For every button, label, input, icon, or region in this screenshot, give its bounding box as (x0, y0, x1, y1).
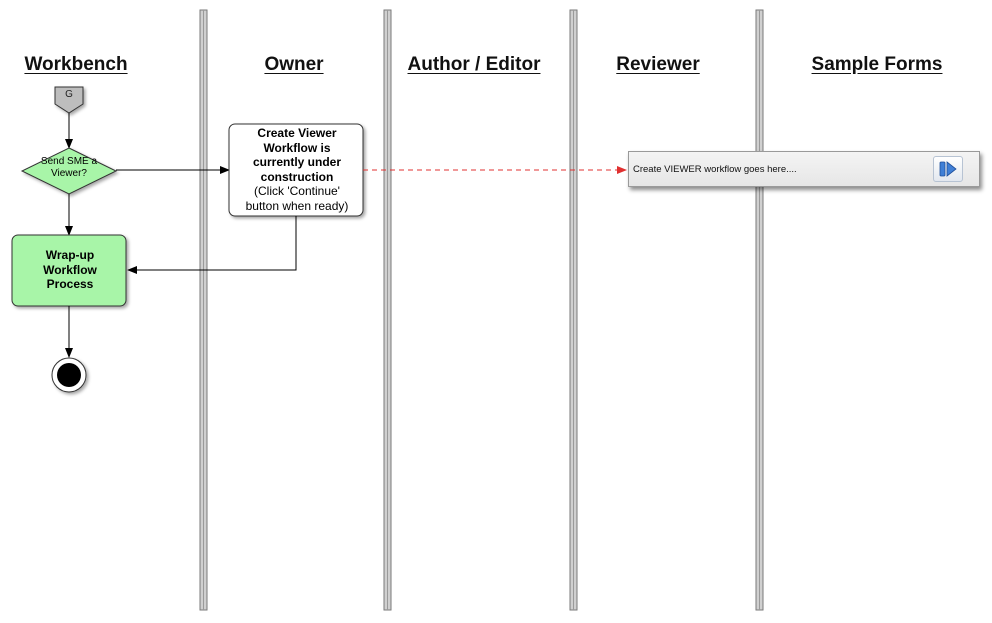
placeholder-text: Create VIEWER workflow goes here.... (633, 164, 797, 175)
construction-note-text: Create Viewer Workflow is currently unde… (232, 126, 362, 213)
lane-divider-3 (569, 9, 578, 611)
wrapup-label-line2: Workflow (43, 262, 97, 277)
construction-note-line5: (Click 'Continue' (254, 184, 340, 198)
lane-header-sample-forms: Sample Forms (811, 54, 943, 75)
wrapup-label-line3: Process (46, 277, 94, 291)
start-node-label: G (65, 89, 73, 100)
lane-header-reviewer: Reviewer (616, 54, 700, 75)
end-node (51, 357, 87, 393)
decision-label-line1: Send SME a (40, 156, 98, 167)
wrapup-process-label: Wrap-up Workflow Process (14, 248, 126, 292)
lane-header-workbench: Workbench (24, 54, 128, 75)
lane-divider-2 (383, 9, 392, 611)
start-node-shape (54, 86, 84, 114)
decision-label-line2: Viewer? (51, 168, 87, 179)
construction-note-line4: construction (260, 169, 334, 184)
construction-note-line1: Create Viewer (257, 126, 337, 140)
construction-note-line2: Workflow is (263, 140, 331, 155)
continue-icon (939, 161, 957, 177)
decision-label: Send SME a Viewer? (28, 156, 110, 180)
lane-header-owner: Owner (264, 54, 324, 75)
lane-header-author-editor: Author / Editor (407, 54, 541, 75)
wrapup-label-line1: Wrap-up (45, 248, 95, 262)
viewer-workflow-placeholder: Create VIEWER workflow goes here.... (628, 151, 980, 187)
construction-note-line3: currently under (252, 155, 342, 169)
lane-divider-4 (755, 9, 764, 611)
continue-button[interactable] (933, 156, 963, 182)
connector-note-to-wrapup (127, 216, 297, 274)
lane-divider-1 (199, 9, 208, 611)
construction-note-line6: button when ready) (245, 198, 349, 213)
